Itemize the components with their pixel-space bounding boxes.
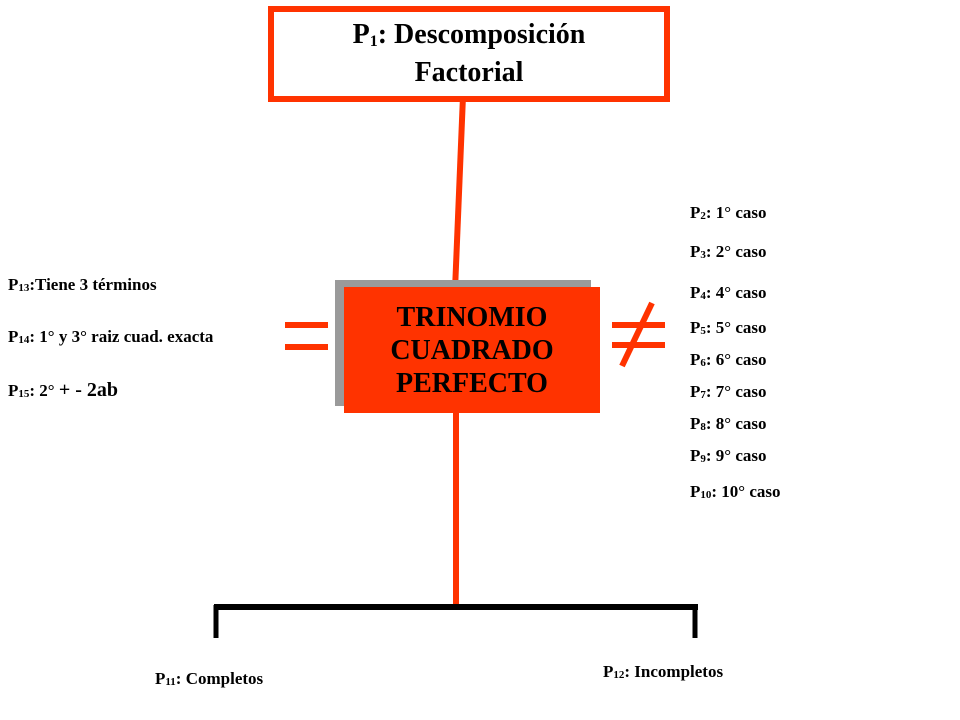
bottom-label-incompletos: P12: Incompletos <box>603 662 724 681</box>
equal-sign <box>285 322 328 350</box>
left-label-13: P13:Tiene 3 términos <box>8 275 157 294</box>
not-equal-sign <box>612 301 665 368</box>
right-label-8: P8: 8° caso <box>690 414 767 433</box>
center-line1: TRINOMIO <box>396 301 548 333</box>
right-label-7: P7: 7° caso <box>690 382 767 401</box>
right-label-5: P5: 5° caso <box>690 318 767 337</box>
title-sub: 1 <box>369 33 378 50</box>
title-text: : Descomposición <box>377 19 586 50</box>
right-label-10: P10: 10° caso <box>690 482 781 501</box>
right-label-4: P4: 4° caso <box>690 283 767 302</box>
bottom-label-completos: P11: Completos <box>155 669 264 688</box>
title-line2: Factorial <box>414 57 524 88</box>
left-label-14: P14: 1° y 3° raiz cuad. exacta <box>8 327 214 346</box>
right-label-3: P3: 2° caso <box>690 242 767 261</box>
center-line2: CUADRADO <box>390 334 554 366</box>
right-label-2: P2: 1° caso <box>690 203 767 222</box>
root-node-title: P1: Descomposición Factorial <box>268 6 670 102</box>
right-label-6: P6: 6° caso <box>690 350 767 369</box>
title-p: P <box>352 19 370 50</box>
trunk-top-line <box>452 95 466 291</box>
center-line3: PERFECTO <box>396 367 548 399</box>
right-label-9: P9: 9° caso <box>690 446 767 465</box>
left-label-15: P15: 2° + - 2ab <box>8 379 119 401</box>
center-node: TRINOMIO CUADRADO PERFECTO <box>344 287 600 413</box>
